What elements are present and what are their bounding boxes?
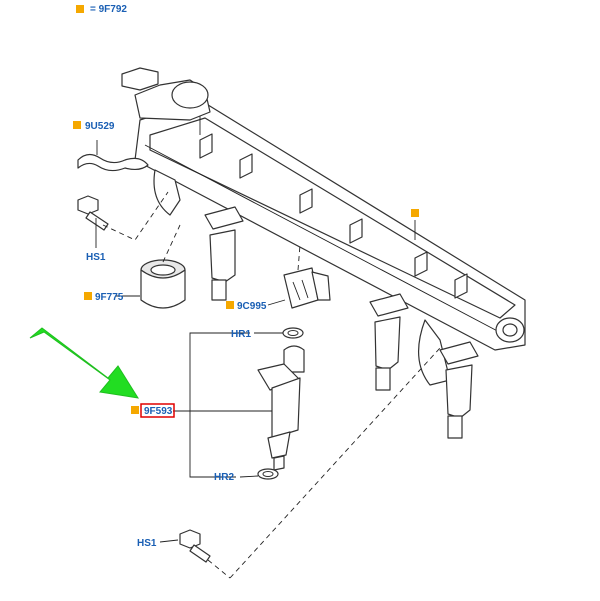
bolt-hs1-bottom (179, 529, 211, 563)
callout-9c995[interactable]: 9C995 (237, 301, 267, 312)
callout-hs1-top[interactable]: HS1 (86, 252, 106, 263)
legend: = 9F792 (76, 2, 127, 16)
svg-text:HR1: HR1 (231, 329, 251, 340)
svg-text:9F593: 9F593 (144, 406, 173, 417)
svg-text:HS1: HS1 (137, 538, 157, 549)
legend-label: = 9F792 (90, 3, 127, 15)
injector-9F593 (257, 327, 305, 480)
hose-clip-9U529 (77, 153, 149, 172)
svg-text:HR2: HR2 (214, 472, 234, 483)
svg-text:9F775: 9F775 (95, 292, 124, 303)
rail-injector-1 (204, 206, 244, 301)
callout-hs1-bottom[interactable]: HS1 (137, 538, 157, 549)
square-marker-icon (76, 5, 84, 13)
bolt-hs1-top (77, 195, 109, 231)
connector-9C995 (283, 267, 331, 309)
rail-injector-3 (439, 341, 479, 439)
rail-injector-2 (369, 293, 409, 391)
leader-lines (95, 140, 416, 543)
highlight-box (140, 403, 175, 418)
square-marker-icon (73, 121, 419, 414)
callout-9f775[interactable]: 9F775 (95, 292, 124, 303)
callout-hr1[interactable]: HR1 (231, 329, 251, 340)
green-arrow-icon (29, 327, 140, 399)
callout-9u529[interactable]: 9U529 (85, 121, 115, 132)
grommet-9F775 (140, 259, 186, 309)
assembly-lines (102, 191, 441, 579)
fuel-rail (121, 67, 526, 439)
callout-9f593[interactable]: 9F593 (140, 403, 175, 418)
svg-text:HS1: HS1 (86, 252, 106, 263)
callout-hr2[interactable]: HR2 (214, 472, 234, 483)
svg-text:9U529: 9U529 (85, 121, 115, 132)
svg-text:9C995: 9C995 (237, 301, 267, 312)
